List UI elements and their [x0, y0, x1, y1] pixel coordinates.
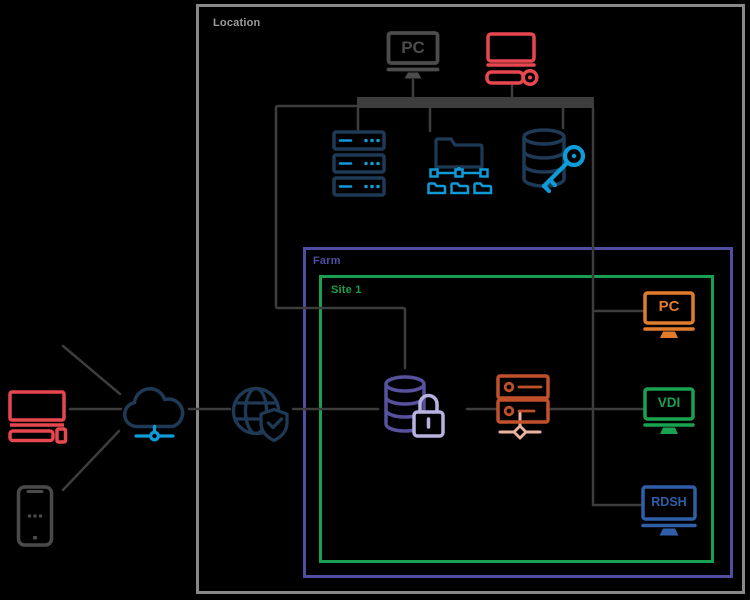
farm-label: Farm	[313, 255, 341, 267]
connection-broker-server-icon	[496, 374, 550, 444]
top-pc-label: PC	[401, 38, 425, 57]
server-rack-icon	[332, 130, 386, 200]
pc-with-camera-icon	[484, 32, 540, 88]
location-box: Location	[196, 4, 745, 594]
active-directory-folder-icon	[426, 129, 493, 195]
smartphone-icon	[15, 485, 55, 547]
vdi-monitor-icon: VDI	[643, 387, 695, 439]
farm-box: Farm	[303, 247, 733, 578]
network-bus-bar	[357, 97, 594, 108]
database-key-icon	[520, 127, 592, 197]
globe-shield-icon	[230, 384, 292, 444]
site-label: Site 1	[331, 284, 362, 296]
rdsh-monitor-icon: RDSH	[641, 485, 697, 541]
session-pc-monitor-icon: PC	[643, 291, 695, 343]
vdi-label: VDI	[657, 395, 681, 410]
desktop-computer-icon	[8, 390, 68, 446]
database-lock-icon	[383, 374, 445, 440]
site-box: Site 1	[319, 275, 714, 563]
cloud-network-icon	[120, 381, 190, 443]
location-label: Location	[213, 17, 261, 29]
rdsh-label: RDSH	[651, 495, 687, 509]
session-pc-label: PC	[658, 298, 680, 315]
pc-monitor-icon: PC	[386, 31, 440, 81]
